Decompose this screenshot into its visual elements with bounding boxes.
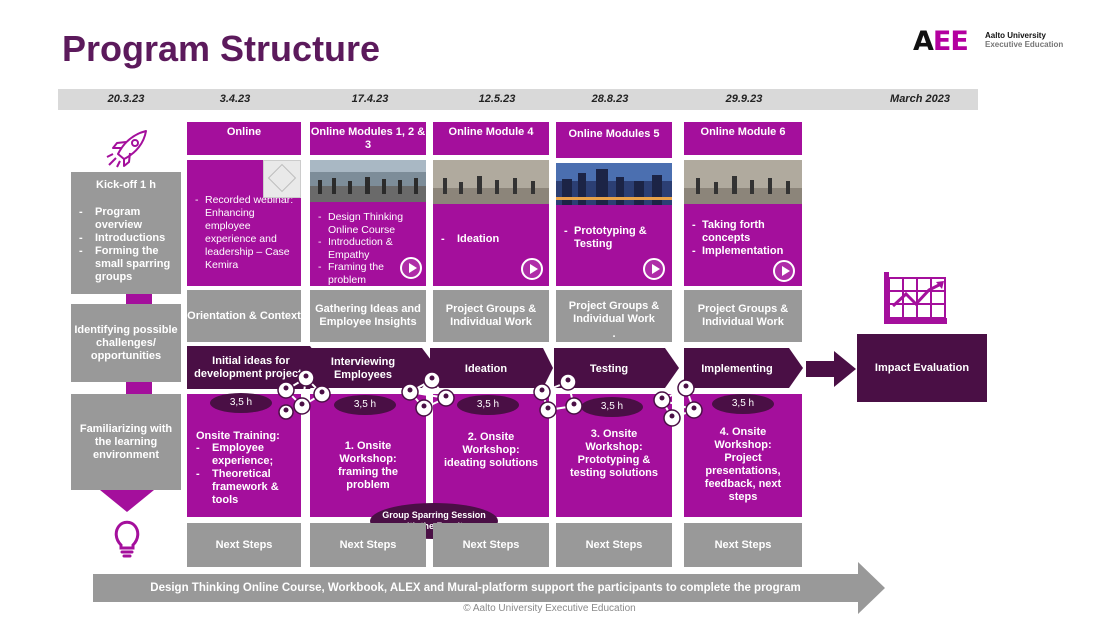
onsite-item: Employee experience; [196,442,297,468]
duration-badge: 3,5 h [712,394,774,414]
next-steps-box: Next Steps [684,523,802,567]
phase-box: Project Groups & Individual Work [684,290,802,342]
module-item: Taking forth concepts [692,219,796,245]
support-banner-arrow [93,562,885,614]
play-icon[interactable] [400,257,422,279]
onsite-item: Theoretical framework & tools [196,468,297,507]
next-steps-box: Next Steps [556,523,672,567]
module-header: Online Modules 5 [556,122,672,158]
date-label: 20.3.23 [107,93,145,105]
module-content: Prototyping & Testing [556,163,672,286]
kickoff-box: Kick-off 1 h Program overview Introducti… [71,172,181,294]
module-header: Online [187,122,301,155]
phase-arrow-label: Implementing [701,362,773,375]
kickoff-item: Forming the small sparring groups [79,245,175,284]
process-arrows [187,346,803,389]
identify-box: Identifying possible challenges/ opportu… [71,304,181,382]
module-item: Implementation [692,245,796,258]
down-arrow-icon [100,490,154,512]
module-item: Framing the problem [318,261,420,286]
module-item: Introduction & Empathy [318,236,420,261]
rocket-icon [106,130,147,168]
connector-block [126,294,152,304]
phase-box: Project Groups & Individual Work . [556,290,672,342]
network-icon [401,371,455,417]
network-icon [277,369,331,420]
phase-arrow-label: Testing [589,362,629,375]
kickoff-item: Introductions [79,232,175,245]
onsite-box: 4. Onsite Workshop: Project presentation… [684,394,802,517]
kickoff-title: Kick-off 1 h [96,179,156,191]
phase-box: Project Groups & Individual Work [433,290,549,342]
module-photo [310,160,426,202]
play-icon[interactable] [521,258,543,280]
play-icon[interactable] [773,260,795,282]
onsite-title: Onsite Training: [196,430,280,442]
date-label: 29.9.23 [725,93,763,105]
support-banner-text: Design Thinking Online Course, Workbook,… [150,582,801,594]
date-label: 12.5.23 [478,93,516,105]
date-bar [58,89,978,110]
play-icon[interactable] [643,258,665,280]
chart-icon [884,272,947,324]
page-title: Program Structure [62,28,381,69]
duration-badge: 3,5 h [334,395,396,415]
module-header: Online Modules 1, 2 & 3 [310,122,426,155]
kickoff-item: Program overview [79,206,175,232]
next-steps-box: Next Steps [187,523,301,567]
phase-arrow-label: Interviewing Employees [330,356,396,381]
module-photo [433,160,549,204]
logo-mark: AEE [913,26,969,57]
date-label: 3.4.23 [219,93,251,105]
phase-box: Gathering Ideas and Employee Insights [310,290,426,342]
book-cover-icon [263,160,301,198]
module-header: Online Module 4 [433,122,549,155]
duration-badge: 3,5 h [210,393,272,413]
module-content: Recorded webinar: Enhancing employee exp… [187,160,301,286]
date-label: March 2023 [890,93,950,105]
logo-line-1: Aalto University [985,31,1046,40]
familiarize-box: Familiarizing with the learning environm… [71,394,181,490]
module-item: Prototyping & Testing [564,225,666,251]
module-item: Ideation [441,233,543,246]
network-icon [653,379,703,427]
module-photo [684,160,802,204]
module-photo [556,163,672,205]
module-item: Recorded webinar: Enhancing employee exp… [195,194,295,272]
duration-badge: 3,5 h [581,397,643,417]
date-label: 28.8.23 [591,93,629,105]
footer-copyright: © Aalto University Executive Education [463,603,636,614]
next-steps-box: Next Steps [433,523,549,567]
phase-box: Orientation & Context [187,290,301,342]
phase-arrow-label: Initial ideas for development projects [194,355,308,380]
logo-line-2: Executive Education [985,40,1064,49]
module-content: Taking forth concepts Implementation [684,160,802,286]
network-icon [533,373,583,419]
phase-box-extra: . [612,328,616,340]
impact-evaluation-box: Impact Evaluation [857,334,987,402]
connector-block [126,382,152,394]
next-steps-box: Next Steps [310,523,426,567]
phase-arrow-label: Ideation [464,362,508,375]
module-content: Ideation [433,160,549,286]
duration-badge: 3,5 h [457,395,519,415]
right-arrow-icon [806,351,856,387]
lightbulb-icon [114,520,140,558]
module-content: Design Thinking Online Course Introducti… [310,160,426,286]
date-label: 17.4.23 [351,93,389,105]
aee-logo: AEE Aalto University Executive Education [913,28,1073,58]
module-header: Online Module 6 [684,122,802,155]
module-item: Design Thinking Online Course [318,211,420,236]
